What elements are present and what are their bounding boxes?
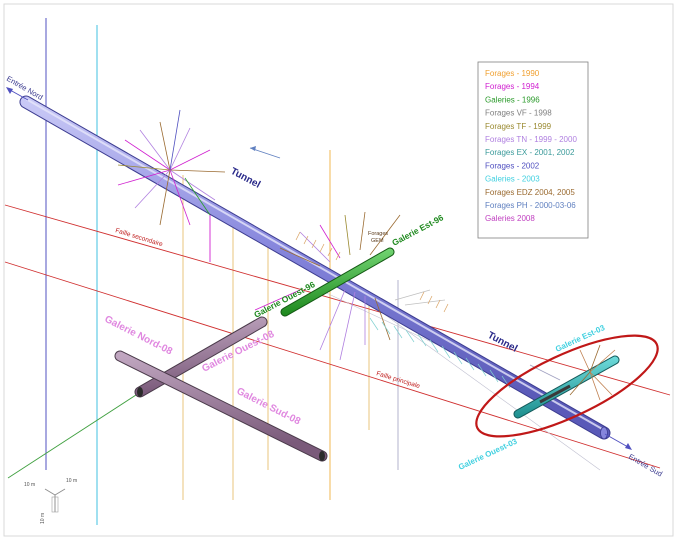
legend-item: Forages EDZ 2004, 2005 [485,188,575,197]
galerie-08 [114,316,328,462]
legend-box [477,61,589,239]
highlight-ellipse [475,334,659,438]
legend-item: Forages VF - 1998 [485,109,552,118]
main-tunnel [19,95,611,440]
label-forages-gem-1: Forages [368,231,388,237]
scale-axes: 10 m 10 m 10 m [24,478,77,524]
legend-item: Forages - 2002 [485,161,540,170]
scale-label-y: 10 m [66,478,77,484]
label-tunnel-lower: Tunnel [486,330,520,355]
legend-item: Galeries 2008 [485,214,535,223]
arrow-head-top [250,146,256,151]
faille-secondaire-line [4,204,671,396]
entrance-arrows [6,87,632,450]
legend-item: Galeries - 1996 [485,95,540,104]
borehole-fan-middle [254,211,446,361]
legend-item: Forages - 1990 [485,69,540,78]
borehole-fan-upper [117,109,226,226]
label-galerie-nord-08: Galerie Nord-08 [103,314,175,358]
legend-item: Forages PH - 2000-03-06 [485,201,576,210]
legend-item: Galeries - 2003 [485,175,540,184]
legend-item: Forages EX - 2001, 2002 [485,148,575,157]
legend-item: Forages TF - 1999 [485,122,552,131]
label-galerie-ouest-03: Galerie Ouest-03 [457,437,519,472]
page-frame [3,3,674,537]
label-forages-gem-2: GEM [371,238,384,244]
tunnel-tick-hatching-upper [295,231,449,313]
legend-item: Forages TN - 1999 - 2000 [485,135,577,144]
fault-lines [4,204,671,469]
scale-label-z: 10 m [40,513,46,524]
tunnel-tick-hatching [369,317,511,389]
galerie-96 [280,247,395,317]
label-entree-sud: Entrée Sud [627,452,664,479]
label-tunnel-upper: Tunnel [229,166,263,191]
faille-principale-line [4,261,661,469]
legend-item: Forages - 1994 [485,82,540,91]
scale-label-x: 10 m [24,482,35,488]
label-faille-secondaire: Faille secondaire [114,227,163,248]
galerie-03 [513,355,620,419]
vertical-boreholes [45,18,399,525]
